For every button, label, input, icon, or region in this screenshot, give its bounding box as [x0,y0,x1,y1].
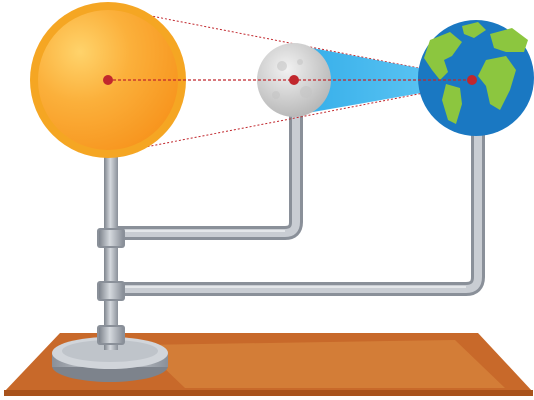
earth-continent-americas [424,32,462,80]
moon-center-dot [289,75,299,85]
collar-upper [97,228,125,248]
earth-continent-europe [490,28,528,52]
sun-center-dot [103,75,113,85]
table-edge [4,390,533,396]
earth-center-dot [467,75,477,85]
tangent-lines [109,7,471,153]
collar-base [97,325,125,345]
earth-continent-africa [478,56,516,110]
collar-lower [97,281,125,301]
stand-base [52,337,168,382]
earth-continent-southamerica [442,84,462,124]
moon-arm [118,110,303,240]
earth-continent-greenland [462,22,486,38]
earth-arm [118,128,485,296]
sun-pole [104,150,118,350]
table-highlight [140,340,505,388]
